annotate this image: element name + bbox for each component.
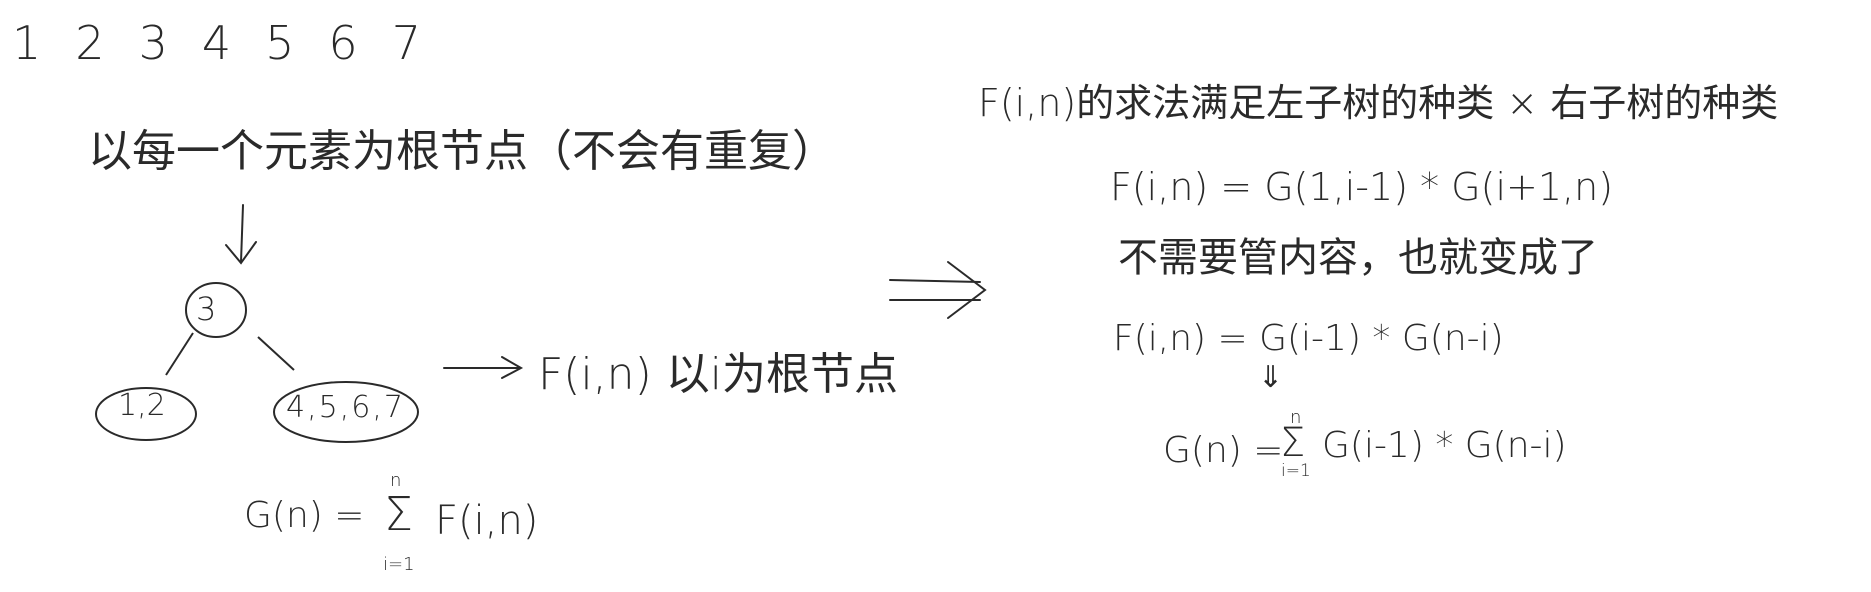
tree-right-child-label: 4,5,6,7 bbox=[286, 390, 405, 425]
tree-left-branch bbox=[165, 332, 194, 376]
digit: 1 bbox=[12, 16, 42, 70]
right-arrow-to-f bbox=[443, 356, 524, 379]
right-title: F(i,n)的求法满足左子树的种类 × 右子树的种类 bbox=[978, 81, 1779, 125]
sum-lower-bound: i=1 bbox=[383, 554, 415, 575]
digit: 7 bbox=[391, 16, 421, 70]
sum-upper-bound: n bbox=[390, 470, 402, 491]
sum-sigma: Σ bbox=[384, 487, 414, 541]
digit: 2 bbox=[75, 16, 105, 70]
tree-right-branch bbox=[257, 336, 295, 371]
sum-term: F(i,n) bbox=[435, 498, 539, 544]
tree-right-child-ellipse bbox=[273, 381, 419, 443]
implies-arrow bbox=[889, 261, 987, 319]
digit: 5 bbox=[265, 16, 295, 70]
tree-left-child-label: 1,2 bbox=[118, 388, 166, 423]
equation-3-term: G(i-1) * G(n-i) bbox=[1322, 425, 1567, 466]
digit: 4 bbox=[201, 16, 232, 70]
down-arrow bbox=[225, 204, 257, 265]
tree-root-circle bbox=[185, 282, 247, 338]
equation-note: 不需要管内容，也就变成了 bbox=[1118, 235, 1598, 281]
equation-2: F(i,n) = G(i-1) * G(n-i) bbox=[1113, 318, 1504, 359]
gn-lhs: G(n) = bbox=[244, 495, 365, 536]
equation-3-sigma: Σ bbox=[1280, 420, 1306, 466]
double-down-arrow: ⇓ bbox=[1258, 360, 1284, 395]
digit: 3 bbox=[138, 16, 168, 70]
f-definition-label: F(i,n) 以i为根节点 bbox=[538, 349, 898, 400]
tree-root-label: 3 bbox=[196, 290, 217, 328]
left-title: 以每一个元素为根节点（不会有重复） bbox=[88, 126, 836, 177]
equation-3-sum-lower: i=1 bbox=[1281, 461, 1311, 481]
equation-3-lhs: G(n) = bbox=[1163, 430, 1284, 471]
equation-1: F(i,n) = G(1,i-1) * G(i+1,n) bbox=[1110, 165, 1614, 209]
digit: 6 bbox=[328, 16, 358, 70]
tree-left-child-ellipse bbox=[95, 387, 197, 441]
equation-3-sum-upper: n bbox=[1290, 407, 1302, 428]
